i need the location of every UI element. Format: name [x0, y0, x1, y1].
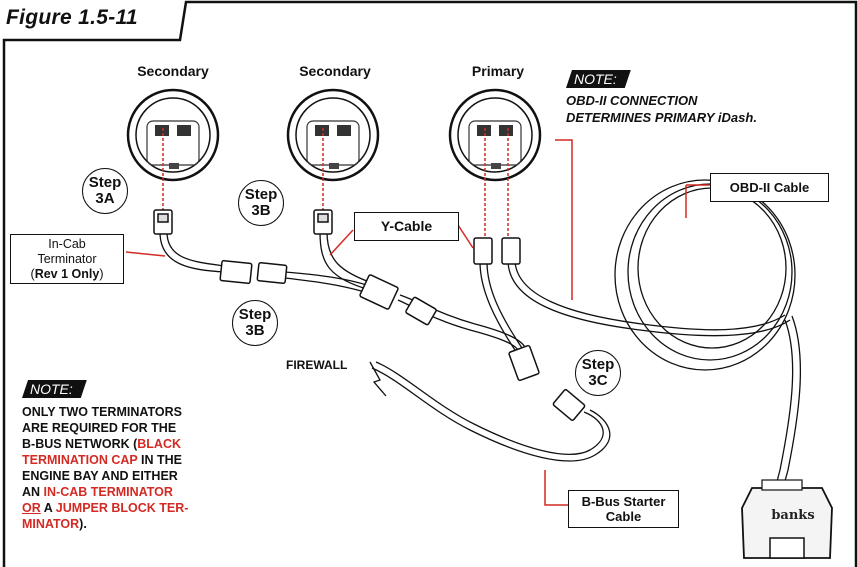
note-line: ONLY TWO TERMINATORS	[22, 405, 182, 419]
note-line: AN IN-CAB TERMINATOR	[22, 484, 252, 500]
note-seg-red: BLACK	[137, 437, 182, 451]
in-cab-line: In-Cab	[48, 237, 86, 251]
note-seg: IN THE	[137, 453, 182, 467]
step-code: 3B	[245, 322, 265, 339]
note-seg-red: OR	[22, 501, 41, 515]
note-seg-red: TERMINATION CAP	[22, 453, 138, 467]
gauge-right-primary	[448, 88, 542, 182]
note-line: MINATOR).	[22, 516, 252, 532]
gauge-label-middle: Secondary	[299, 63, 371, 79]
note-tag-bottom: NOTE:	[22, 380, 87, 398]
note-bottom-text: ONLY TWO TERMINATORS ARE REQUIRED FOR TH…	[22, 404, 252, 532]
step-word: Step	[238, 306, 272, 323]
note-seg-red: JUMPER BLOCK TER-	[55, 501, 189, 515]
callout-lines	[125, 139, 710, 506]
note-top-line: OBD-II CONNECTION	[566, 93, 698, 108]
note-seg: B-BUS NETWORK (	[22, 437, 138, 451]
banks-logo: banks	[771, 508, 815, 523]
paren: )	[99, 267, 104, 281]
step-3b-top-badge: Step 3B	[238, 180, 284, 226]
firewall-marker	[369, 361, 387, 397]
note-seg-red: IN-CAB TERMINATOR	[43, 485, 173, 499]
rev-note: Rev 1 Only	[34, 267, 100, 281]
note-line: OR A JUMPER BLOCK TER-	[22, 500, 252, 516]
step-word: Step	[244, 186, 278, 203]
bbus-starter-callout: B-Bus Starter Cable	[568, 490, 679, 528]
note-seg-red: MINATOR	[22, 517, 80, 531]
note-line: ARE REQUIRED FOR THE	[22, 421, 177, 435]
note-top-text: OBD-II CONNECTION DETERMINES PRIMARY iDa…	[566, 92, 757, 126]
step-code: 3C	[588, 372, 608, 389]
firewall-label: FIREWALL	[286, 358, 348, 372]
note-top-line: DETERMINES PRIMARY iDash.	[566, 110, 757, 125]
note-seg: AN	[22, 485, 44, 499]
step-3b-bottom-badge: Step 3B	[232, 300, 278, 346]
step-3a-badge: Step 3A	[82, 168, 128, 214]
gauge-middle-secondary	[286, 88, 380, 182]
gauge-label-left: Secondary	[137, 63, 209, 79]
note-line: B-BUS NETWORK (BLACK	[22, 436, 252, 452]
obd-cable-callout: OBD-II Cable	[710, 173, 829, 202]
paren: (	[30, 267, 35, 281]
bbus-line: B-Bus Starter	[581, 494, 666, 509]
step-word: Step	[581, 356, 615, 373]
in-cab-line: (Rev 1 Only)	[11, 267, 123, 282]
in-cab-terminator-callout: In-Cab Terminator (Rev 1 Only)	[10, 234, 124, 284]
note-line: ENGINE BAY AND EITHER	[22, 469, 178, 483]
step-word: Step	[88, 174, 122, 191]
note-seg: A	[40, 501, 56, 515]
step-code: 3A	[95, 190, 115, 207]
y-cable-callout: Y-Cable	[354, 212, 459, 241]
note-tag-top: NOTE:	[566, 70, 631, 88]
figure-title: Figure 1.5-11	[6, 6, 138, 29]
step-3c-badge: Step 3C	[575, 350, 621, 396]
connectors	[153, 209, 586, 421]
in-cab-line: Terminator	[37, 252, 97, 266]
step-code: 3B	[251, 202, 271, 219]
bbus-line: Cable	[605, 509, 642, 524]
gauge-left-secondary	[126, 88, 220, 182]
gauge-label-right: Primary	[471, 63, 525, 79]
note-line: TERMINATION CAP IN THE	[22, 452, 252, 468]
obd-plug	[741, 479, 833, 559]
connection-guides	[162, 128, 509, 240]
note-seg: ).	[79, 517, 87, 531]
